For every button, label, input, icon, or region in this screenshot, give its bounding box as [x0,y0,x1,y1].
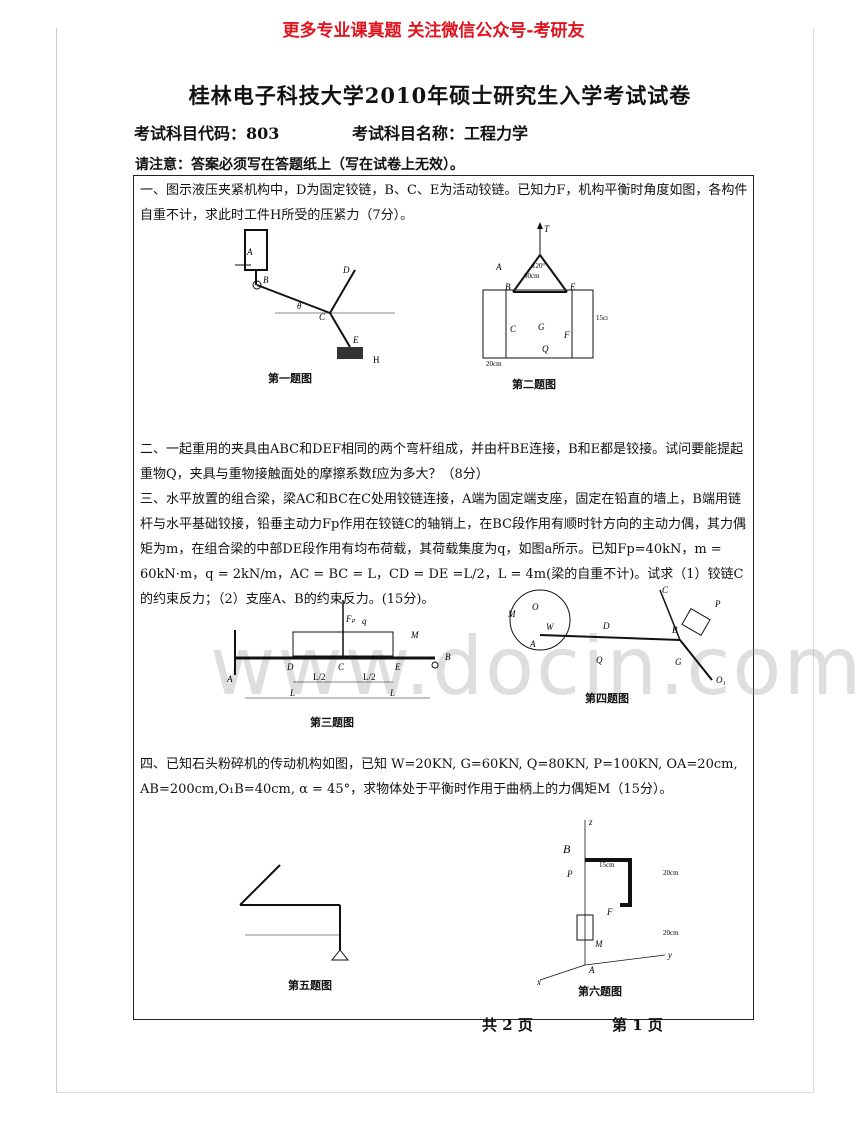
label-B: B [672,625,678,635]
question-box [133,175,754,1020]
label-theta: θ [297,301,302,311]
label-L2: L [389,688,395,698]
question-4: 四、已知石头粉碎机的传动机构如图，已知 W=20KN, G=60KN, Q=80… [140,757,738,797]
figure-5 [239,864,350,961]
page-number: 第 1 页 [612,1016,663,1034]
scan-border [56,28,814,1093]
figure-6: z B P 15cm 20cm 20cm F M A x y [536,817,679,985]
label-O1: O₁ [716,675,726,685]
label-P: P [714,599,721,609]
label-Q: Q [596,655,603,665]
question-1: 一、图示液压夹紧机构中，D为固定铰链，B、C、E为活动铰链。已知力F，机构平衡时… [140,183,748,223]
label-20cm: 20cm [486,360,502,368]
label-E: E [352,335,359,345]
label-D: D [602,621,610,631]
subject-code: 考试科目代码：803 [134,124,280,143]
label-O: O [532,602,539,612]
label-C: C [510,324,517,334]
label-C: C [662,585,669,595]
label-F: F [563,330,570,340]
figure-1: A D C E B H θ [235,229,395,365]
figure-6-caption: 第六题图 [578,985,622,998]
label-W: W [546,622,555,632]
label-Q: Q [542,344,549,354]
page-title: 桂林电子科技大学2010年硕士研究生入学考试试卷 [188,83,692,108]
figure-1-caption: 第一题图 [268,372,312,385]
label-M: M [410,630,419,640]
figure-3-caption: 第三题图 [310,716,354,729]
label-M: M [594,939,603,949]
notice: 请注意：答案必须写在答题纸上（写在试卷上无效）。 [135,157,464,173]
label-G: G [538,322,545,332]
figure-3: Fₚ q M A D C E B L/2 L/2 L L [226,600,451,699]
label-P: P [566,869,573,879]
banner: 更多专业课真题 关注微信公众号-考研友 [282,21,585,41]
label-half2: L/2 [363,672,376,682]
label-Fp: Fₚ [345,614,355,624]
label-D: D [342,265,350,275]
label-20cm-top: 20cm [663,869,679,877]
label-20cm-bottom: 20cm [663,929,679,937]
figure-5-caption: 第五题图 [288,979,332,992]
label-A: A [226,674,233,684]
label-A: A [495,262,502,272]
question-3: 三、水平放置的组合梁，梁AC和BC在C处用铰链连接，A端为固定端支座，固定在铅直… [140,492,747,607]
label-E: E [569,282,576,292]
label-C: C [319,312,326,322]
label-B: B [445,652,451,662]
label-A: A [246,247,253,257]
label-B: B [563,842,571,856]
label-L1: L [289,688,295,698]
page-total: 共 2 页 [482,1016,533,1034]
label-15cm: 15cm [596,314,608,322]
label-half1: L/2 [313,672,326,682]
label-G: G [675,657,682,667]
label-angle: 120° [532,262,546,270]
question-2: 二、一起重用的夹具由ABC和DEF相同的两个弯杆组成，并由杆BE连接，B和E都是… [140,442,744,482]
label-T: T [544,224,550,234]
label-H: H [373,355,380,365]
label-D: D [286,662,294,672]
label-A: A [588,965,595,975]
figure-4-caption: 第四题图 [585,692,629,705]
label-C: C [338,662,345,672]
label-15cm: 15cm [599,861,615,869]
label-y: y [667,950,672,960]
watermark: www.docin.com [210,620,864,713]
label-z: z [588,817,593,827]
label-q: q [362,616,367,626]
figure-4: M O A D B C P Q G O₁ W [507,585,726,685]
label-F: F [606,907,613,917]
label-M: M [507,609,516,619]
subject-name: 考试科目名称：工程力学 [352,124,529,143]
label-E: E [394,662,401,672]
figure-2-caption: 第二题图 [512,378,556,391]
label-A: A [529,639,536,649]
label-60cm: 60cm [524,272,540,280]
label-B: B [505,282,511,292]
label-x: x [536,977,541,985]
label-B: B [263,275,269,285]
figure-2: T 120° 60cm A B E C G F Q 15cm 20cm [482,222,608,368]
